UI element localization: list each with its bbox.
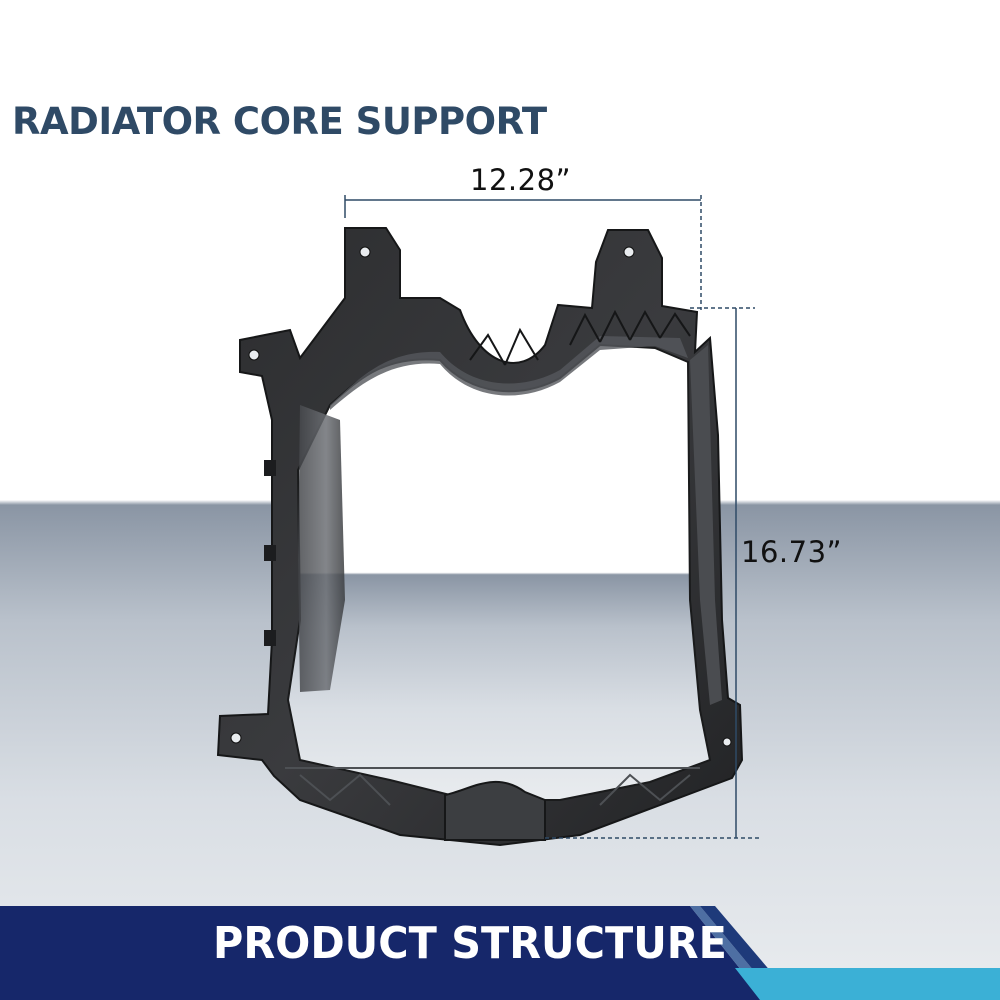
- page-title: RADIATOR CORE SUPPORT: [12, 100, 547, 143]
- footer-band: [0, 906, 1000, 1000]
- radiator-core-support-part: [216, 227, 744, 847]
- width-dimension-label: 12.28”: [470, 163, 572, 197]
- width-dimension-line: [344, 195, 702, 310]
- height-dimension-line: [545, 307, 760, 839]
- footer-label: PRODUCT STRUCTURE: [213, 918, 727, 969]
- height-dimension-label: 16.73”: [741, 535, 843, 569]
